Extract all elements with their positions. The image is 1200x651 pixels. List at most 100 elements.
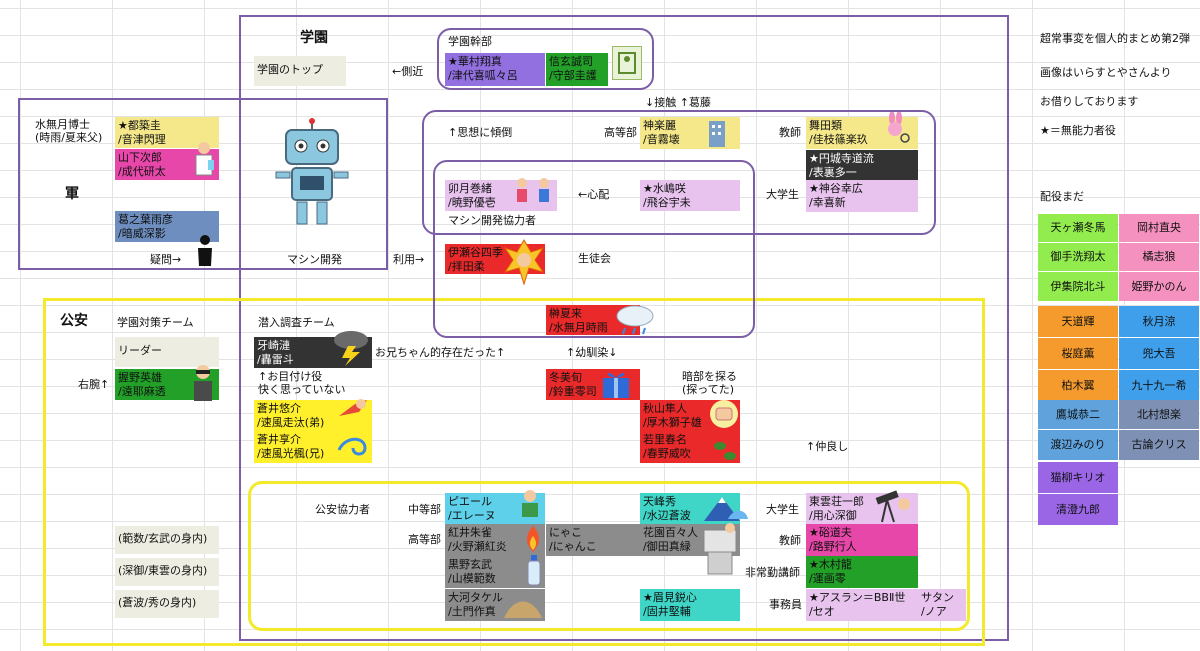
friendly-note: ↑仲良し <box>806 440 849 453</box>
alias: /佳枝篠楽玖 <box>809 133 868 146</box>
alias: /エレーヌ <box>448 509 496 522</box>
note-2: 画像はいらすとやさんより <box>1040 66 1172 79</box>
alias: /暁野優壱 <box>448 196 496 209</box>
name: ★円城寺道流 <box>809 152 874 165</box>
academy-top: 学園のトップ <box>254 56 346 86</box>
line1: ↑お目付け役 <box>258 370 323 383</box>
alias: (時雨/夏来父) <box>35 131 103 144</box>
kazuo-cell: ★硲道夫 /路野行人 <box>806 524 918 556</box>
name: ★アスラン＝BBⅡ世 <box>809 591 906 604</box>
teacher-label: 教師 <box>779 126 801 139</box>
shinonome-cell: 東雲荘一郎 /用心深御 <box>806 493 918 524</box>
unassigned-cell: 古論クリス <box>1119 430 1199 460</box>
middle-school-label: 中等部 <box>408 503 441 516</box>
machine-dev-caption: マシン開発 <box>287 253 342 266</box>
name: 冬美旬 <box>549 371 582 384</box>
aoi-kyosuke-cell: 蒼井享介 /速風光楓(兄) <box>254 431 372 463</box>
unassigned-title: 配役まだ <box>1040 190 1084 203</box>
alias: /路野行人 <box>809 540 857 553</box>
akai-cell: 紅井朱雀 /火野瀬紅炎 <box>445 524 545 556</box>
satan-cell: サタン /ノア <box>918 589 966 621</box>
unassigned-cell: 伊集院北斗 <box>1038 272 1118 301</box>
alias: /ノア <box>921 605 947 618</box>
rain-cloud-icon <box>613 302 657 336</box>
alias: /固井堅輔 <box>643 605 691 618</box>
fist-icon <box>708 398 740 430</box>
cooperator-label: 公安協力者 <box>315 503 370 516</box>
name: 舞田類 <box>809 119 842 132</box>
kurono-cell: 黒野玄武 /山模範数 <box>445 556 545 588</box>
name: にゃこ <box>549 526 582 539</box>
alias: /土門作真 <box>448 605 496 618</box>
academy-title: 学園 <box>300 30 328 46</box>
aide-arrow: ←側近 <box>392 65 424 78</box>
enjoji-cell: ★円城寺道流 /表裏多一 <box>806 150 918 180</box>
name: 榊夏来 <box>549 307 582 320</box>
name: 蒼井悠介 <box>257 402 301 415</box>
unassigned-cell: 天道輝 <box>1038 306 1118 337</box>
alias: /火野瀬紅炎 <box>448 540 507 553</box>
exec-hanamura: ★華村翔真 /津代喜呱々呂 <box>445 53 545 86</box>
relative-note-3: (蒼波/秀の身内) <box>115 590 219 618</box>
academy-countermeasure-team: 学園対策チーム <box>117 316 194 329</box>
unassigned-cell: 九十九一希 <box>1119 370 1199 401</box>
name: 紅井朱雀 <box>448 526 492 539</box>
mayumi-cell: ★眉見鋭心 /固井堅輔 <box>640 589 740 621</box>
name: 山下次郎 <box>118 151 162 164</box>
miyako-cell: ★都築圭 /音津閃理 <box>115 117 219 148</box>
unassigned-cell: 猫柳キリオ <box>1038 462 1118 493</box>
name: ピエール <box>448 495 492 508</box>
wave-mountain-icon <box>700 489 750 523</box>
alias: /拝田柔 <box>448 260 485 273</box>
unassigned-cell: 鷹城恭二 <box>1038 400 1118 429</box>
alias: /運画零 <box>809 572 846 585</box>
name: ★木村龍 <box>809 558 852 571</box>
alias: /御田真緑 <box>643 540 691 553</box>
alias: /飛谷宇未 <box>643 196 691 209</box>
name: 葛之葉雨彦 <box>118 213 173 226</box>
alias: /轟雷斗 <box>257 353 294 366</box>
unassigned-cell: 渡辺みのり <box>1038 430 1118 460</box>
student-council-label: 生徒会 <box>578 252 611 265</box>
line2: 快く思っていない <box>258 383 346 396</box>
name: 神楽麗 <box>643 119 676 132</box>
alias: /水辺蒼波 <box>643 509 691 522</box>
unassigned-cell: 清澄九郎 <box>1038 494 1118 525</box>
yamashita-cell: 山下次郎 /成代研太 <box>115 149 219 180</box>
unassigned-cell: 橘志狼 <box>1119 243 1199 271</box>
unassigned-cell: 秋月涼 <box>1119 306 1199 337</box>
alias: /守部圭護 <box>549 69 597 82</box>
alias: /遠耶麻透 <box>118 385 166 398</box>
alias: /幸喜新 <box>809 196 846 209</box>
wind-icon <box>335 432 371 464</box>
worry-arrow: ←心配 <box>578 188 610 201</box>
scientist-icon <box>190 140 218 180</box>
leaf-icon <box>710 436 738 464</box>
name: ★眉見鋭心 <box>643 591 697 604</box>
name: ★水嶋咲 <box>643 182 686 195</box>
name: ★都築圭 <box>118 119 161 132</box>
police-title: 公安 <box>60 313 88 329</box>
flying-hero-icon <box>335 394 371 426</box>
unassigned-cell: 天ヶ瀬冬馬 <box>1038 214 1118 242</box>
university-label: 大学生 <box>766 188 799 201</box>
dr-minazuki: 水無月博士 (時雨/夏来父) <box>35 118 102 144</box>
nyanko-cell: にゃこ /にゃんこ <box>546 524 640 556</box>
name: 大河タケル <box>448 591 503 604</box>
staff-label: 事務員 <box>769 598 802 611</box>
alias: /表裏多一 <box>809 166 857 179</box>
guard-icon <box>612 46 642 80</box>
detective-icon <box>190 363 216 403</box>
alias: /音霧壊 <box>643 133 680 146</box>
brotherly-note: お兄ちゃん的存在だった↑ <box>375 346 506 359</box>
unassigned-cell: 柏木翼 <box>1038 370 1118 401</box>
alias: /厚木獅子雄 <box>643 416 702 429</box>
relative-note-2: (深御/東雲の身内) <box>115 558 219 586</box>
unassigned-cell: 北村想楽 <box>1119 400 1199 429</box>
name: 伊瀬谷四季 <box>448 246 503 259</box>
name: ★華村翔真 <box>448 55 502 68</box>
right-hand-arrow: 右腕↑ <box>78 378 110 391</box>
name: 花園百々人 <box>643 526 698 539</box>
unassigned-cell: 桜庭薫 <box>1038 338 1118 369</box>
alias: /暗威深影 <box>118 227 166 240</box>
